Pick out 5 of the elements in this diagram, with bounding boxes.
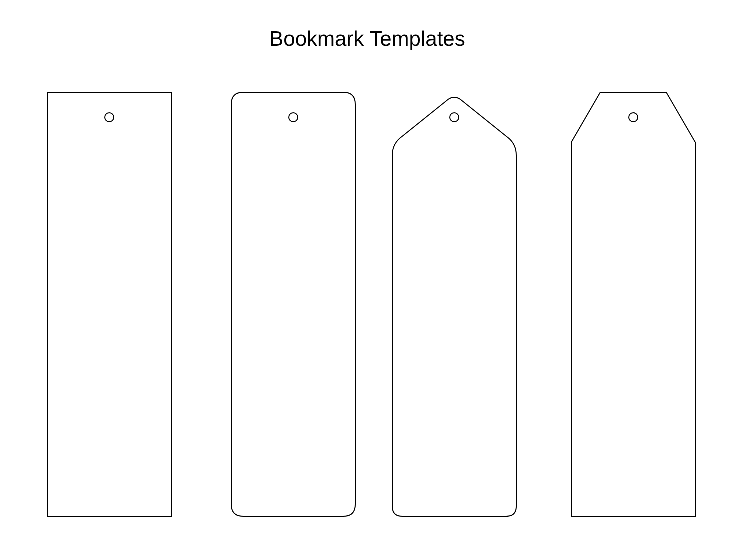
bookmark-outline [46,92,172,516]
bookmark-outline [392,94,516,516]
bookmark-outline [570,92,696,516]
title: Bookmark Templates [270,28,466,52]
bookmark-outline [230,92,356,516]
